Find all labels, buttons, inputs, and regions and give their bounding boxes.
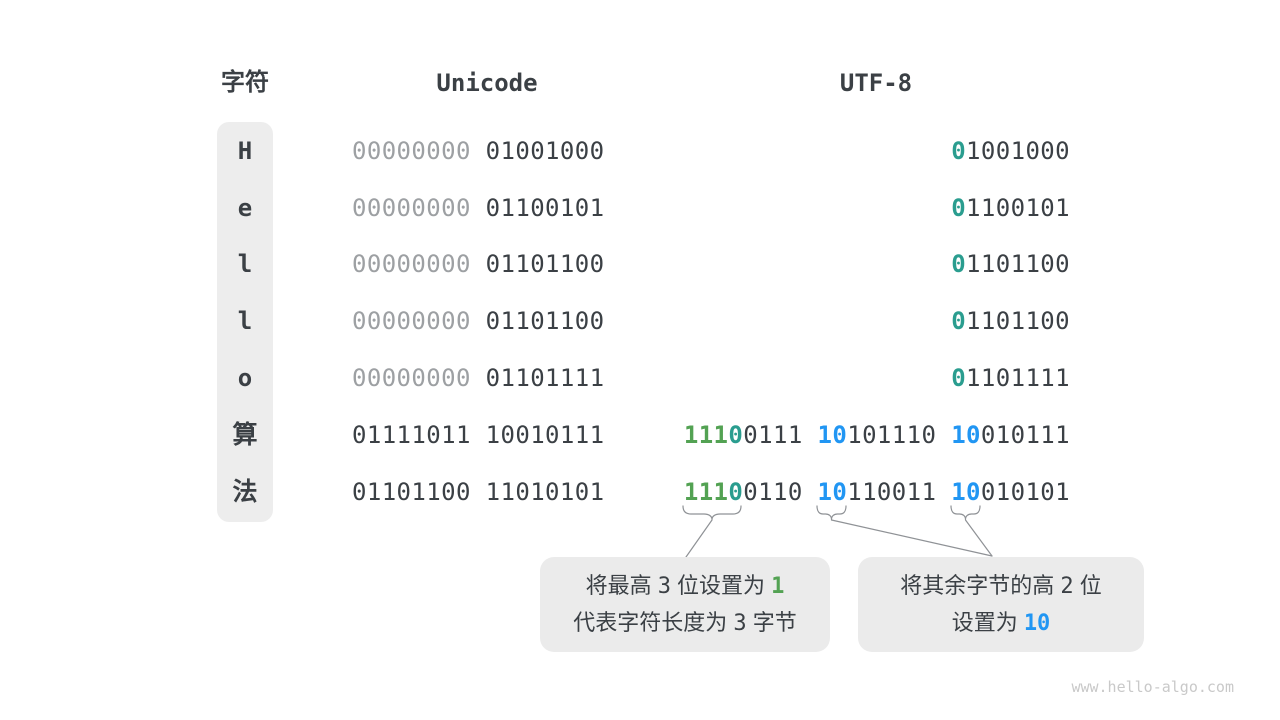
binary-segment-teal: 0 <box>728 421 744 449</box>
binary-segment-blue: 10 <box>817 478 848 506</box>
binary-segment-dark: 01101100 <box>470 250 605 278</box>
callout-segment-text: 字节 <box>746 609 797 635</box>
connector-line-right-callout-b <box>964 519 993 557</box>
column-header-character: 字符 <box>221 69 269 96</box>
callout-segment-text: 将最高 <box>585 572 658 598</box>
binary-segment-teal: 0 <box>951 194 967 222</box>
callout-continuation-byte-rule: 将其余字节的高 2 位设置为 10 <box>858 557 1144 652</box>
unicode-binary-value: 00000000 01101100 <box>352 307 604 335</box>
callout-segment-num: 3 <box>733 610 747 636</box>
binary-segment-dark: 01101100 11010101 <box>352 478 605 506</box>
binary-segment-teal: 0 <box>728 478 744 506</box>
callout-text-line: 代表字符长度为 3 字节 <box>573 605 797 642</box>
binary-segment-gray: 00000000 <box>352 307 471 335</box>
callout-segment-green: 1 <box>771 573 785 599</box>
binary-segment-dark: 110011 <box>847 478 952 506</box>
unicode-binary-value: 00000000 01101111 <box>352 364 604 392</box>
binary-segment-blue: 10 <box>817 421 848 449</box>
character-cell: l <box>237 307 253 335</box>
binary-segment-green: 111 <box>683 478 729 506</box>
connector-line-left-callout <box>685 519 713 558</box>
underbrace-10-prefix-first <box>816 505 847 521</box>
binary-segment-teal: 0 <box>951 307 967 335</box>
callout-text-line: 将最高 3 位设置为 1 <box>586 568 785 605</box>
binary-segment-dark: 1001000 <box>966 137 1070 165</box>
binary-segment-gray: 00000000 <box>352 364 471 392</box>
character-cell: l <box>237 250 253 278</box>
character-column-panel <box>217 122 273 522</box>
connector-line-right-callout-a <box>830 519 993 557</box>
character-cell: o <box>237 364 253 392</box>
unicode-binary-value: 00000000 01101100 <box>352 250 604 278</box>
underbrace-10-prefix-second <box>950 505 981 521</box>
binary-segment-dark: 101110 <box>847 421 952 449</box>
callout-segment-text: 设置为 <box>951 609 1024 635</box>
callout-segment-num: 2 <box>1060 573 1074 599</box>
binary-segment-dark: 0110 <box>743 478 818 506</box>
callout-segment-text: 将其余字节的高 <box>900 572 1061 598</box>
callout-segment-text: 代表字符长度为 <box>573 609 734 635</box>
binary-segment-teal: 0 <box>951 137 967 165</box>
utf8-binary-value: 11100110 10110011 10010101 <box>683 478 1070 506</box>
utf8-binary-value: 01101100 <box>683 250 1070 278</box>
callout-text-line: 设置为 10 <box>952 605 1051 642</box>
binary-segment-dark: 01001000 <box>470 137 605 165</box>
binary-segment-dark: 010111 <box>980 421 1070 449</box>
utf8-binary-value: 11100111 10101110 10010111 <box>683 421 1070 449</box>
binary-segment-gray: 00000000 <box>352 194 471 222</box>
binary-segment-dark: 1101111 <box>966 364 1070 392</box>
underbrace-1110-prefix <box>682 505 742 521</box>
binary-segment-dark: 01111011 10010111 <box>352 421 605 449</box>
binary-segment-dark: 1100101 <box>966 194 1070 222</box>
binary-segment-dark: 010101 <box>980 478 1070 506</box>
binary-segment-dark: 0111 <box>743 421 818 449</box>
binary-segment-dark: 01100101 <box>470 194 605 222</box>
unicode-binary-value: 00000000 01001000 <box>352 137 604 165</box>
binary-segment-gray: 00000000 <box>352 250 471 278</box>
callout-segment-num: 3 <box>657 573 671 599</box>
callout-segment-blue: 10 <box>1023 610 1051 636</box>
column-header-unicode: Unicode <box>436 69 538 97</box>
character-cell: H <box>237 137 253 165</box>
character-cell: e <box>237 194 253 222</box>
character-cell: 法 <box>232 478 258 506</box>
unicode-binary-value: 01101100 11010101 <box>352 478 604 506</box>
unicode-binary-value: 01111011 10010111 <box>352 421 604 449</box>
binary-segment-teal: 0 <box>951 250 967 278</box>
binary-segment-dark: 01101111 <box>470 364 605 392</box>
utf8-binary-value: 01100101 <box>683 194 1070 222</box>
binary-segment-teal: 0 <box>951 364 967 392</box>
binary-segment-green: 111 <box>683 421 729 449</box>
character-cell: 算 <box>232 421 258 449</box>
binary-segment-dark: 1101100 <box>966 250 1070 278</box>
binary-segment-blue: 10 <box>951 478 981 506</box>
binary-segment-gray: 00000000 <box>352 137 471 165</box>
watermark: www.hello-algo.com <box>1071 678 1234 696</box>
utf8-binary-value: 01001000 <box>683 137 1070 165</box>
column-header-utf8: UTF-8 <box>839 69 913 97</box>
binary-segment-dark: 1101100 <box>966 307 1070 335</box>
utf8-binary-value: 01101111 <box>683 364 1070 392</box>
utf8-binary-value: 01101100 <box>683 307 1070 335</box>
binary-segment-dark: 01101100 <box>470 307 605 335</box>
callout-segment-text: 位设置为 <box>670 572 772 598</box>
callout-text-line: 将其余字节的高 2 位 <box>900 568 1102 605</box>
callout-segment-text: 位 <box>1073 572 1102 598</box>
binary-segment-blue: 10 <box>951 421 981 449</box>
unicode-binary-value: 00000000 01100101 <box>352 194 604 222</box>
